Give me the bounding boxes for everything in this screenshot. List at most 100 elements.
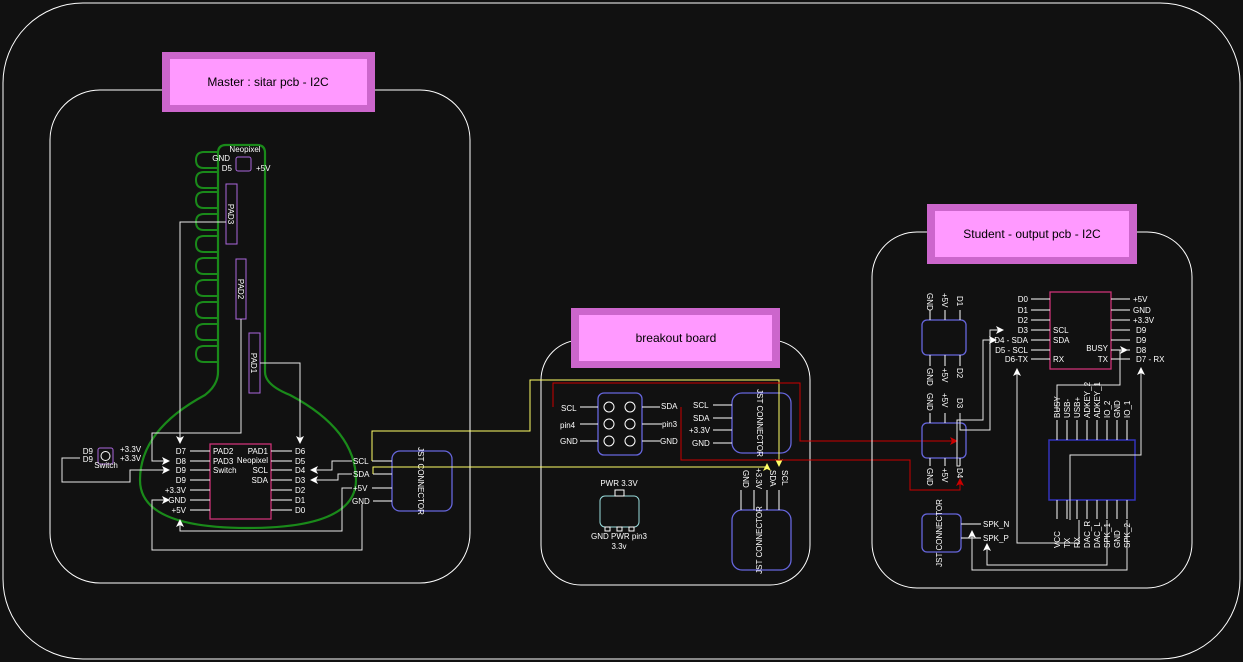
svg-text:+5V: +5V xyxy=(940,468,949,483)
svg-text:Switch: Switch xyxy=(94,461,118,470)
svg-text:D9: D9 xyxy=(83,447,94,456)
svg-text:D7: D7 xyxy=(176,447,187,456)
svg-text:D1: D1 xyxy=(1018,306,1029,315)
mp3-top-pin-label: ADKEY_2 xyxy=(1083,381,1092,418)
svg-text:GND: GND xyxy=(352,497,370,506)
svg-text:+5V: +5V xyxy=(940,368,949,383)
svg-text:SCL: SCL xyxy=(780,470,789,486)
i2c-scl-wire xyxy=(371,379,783,467)
svg-text:GND: GND xyxy=(660,437,678,446)
pad2-label: PAD2 xyxy=(236,279,245,300)
svg-text:D4: D4 xyxy=(295,466,306,475)
mp3-top-pin-label: IO_1 xyxy=(1123,400,1132,418)
svg-text:JST CONNECTOR: JST CONNECTOR xyxy=(755,389,764,457)
svg-text:D8: D8 xyxy=(176,457,187,466)
master-title: Master : sitar pcb - I2C xyxy=(207,75,329,89)
svg-text:D0: D0 xyxy=(1018,295,1029,304)
breakout-board: breakout board SCL pin4 GND SDA pin3 GND… xyxy=(540,308,811,586)
svg-text:D9: D9 xyxy=(83,455,94,464)
svg-text:D2: D2 xyxy=(295,486,306,495)
svg-text:SCL: SCL xyxy=(693,401,709,410)
i2c-sda-wire xyxy=(372,463,771,474)
voltage-regulator xyxy=(599,495,640,528)
breakout-title-box: breakout board xyxy=(571,308,780,368)
svg-text:JST CONNECTOR: JST CONNECTOR xyxy=(935,499,944,567)
svg-text:pin3: pin3 xyxy=(662,420,678,429)
svg-text:D9: D9 xyxy=(176,466,187,475)
svg-text:GND: GND xyxy=(925,293,934,311)
svg-text:Neopixel: Neopixel xyxy=(237,456,268,465)
svg-text:+3.3V: +3.3V xyxy=(165,486,187,495)
master-title-box: Master : sitar pcb - I2C xyxy=(162,52,375,112)
svg-text:D0: D0 xyxy=(295,506,306,515)
guitar-frets xyxy=(194,151,218,363)
svg-text:TX: TX xyxy=(1098,355,1109,364)
neopixel-label: Neopixel xyxy=(229,145,260,154)
svg-text:D5 - SCL: D5 - SCL xyxy=(995,346,1028,355)
mp3-top-pin-label: GND xyxy=(1113,400,1122,418)
svg-text:+3.3V: +3.3V xyxy=(120,445,142,454)
mp3-bottom-pin-label: RX xyxy=(1073,536,1082,548)
svg-text:D8: D8 xyxy=(1136,346,1147,355)
svg-text:SDA: SDA xyxy=(1053,336,1070,345)
svg-text:D7 - RX: D7 - RX xyxy=(1136,355,1165,364)
svg-text:+3.3V: +3.3V xyxy=(754,468,763,490)
svg-text:D5: D5 xyxy=(295,457,306,466)
mp3-bottom-pin-label: VCC xyxy=(1053,531,1062,548)
mp3-top-pin-label: USB+ xyxy=(1073,397,1082,418)
breakout-scl-red-wire xyxy=(552,382,958,445)
breakout-jst-right xyxy=(731,392,792,454)
mp3-bottom-pin-label: GND xyxy=(1113,530,1122,548)
student-board: Student - output pcb - I2C GND +5V D1 GN… xyxy=(871,204,1193,589)
svg-text:GND: GND xyxy=(560,437,578,446)
svg-text:SCL: SCL xyxy=(1053,326,1069,335)
svg-text:GND: GND xyxy=(925,468,934,486)
svg-text:D6: D6 xyxy=(295,447,306,456)
master-chip-right-pins: D6 D5 D4 D3 D2 D1 D0 xyxy=(271,447,306,515)
svg-text:Switch: Switch xyxy=(213,466,237,475)
guitar-outline xyxy=(138,143,358,530)
svg-text:D2: D2 xyxy=(955,368,964,379)
breakout-jst-bottom xyxy=(731,509,792,571)
master-board: Master : sitar pcb - I2C Neopixel GND D5… xyxy=(49,52,471,584)
neopixel-d5-label: D5 xyxy=(222,164,233,173)
student-container xyxy=(871,231,1193,589)
svg-text:pin4: pin4 xyxy=(560,421,576,430)
neopixel-component xyxy=(235,156,252,172)
student-title-box: Student - output pcb - I2C xyxy=(927,204,1137,264)
student-connector-1 xyxy=(921,319,967,356)
speaker-jst-connector xyxy=(921,513,962,553)
svg-text:D3: D3 xyxy=(1018,326,1029,335)
mp3-top-pin-label: IO_2 xyxy=(1103,400,1112,418)
svg-text:D9: D9 xyxy=(176,476,187,485)
svg-text:D4: D4 xyxy=(955,468,964,479)
svg-text:SDA: SDA xyxy=(252,476,269,485)
pad3 xyxy=(225,183,238,245)
svg-text:SDA: SDA xyxy=(768,470,777,487)
svg-text:3.3v: 3.3v xyxy=(611,542,626,551)
mp3-top-pin-label: ADKEY_1 xyxy=(1093,381,1102,418)
student-connector-2 xyxy=(921,422,967,459)
svg-text:D9: D9 xyxy=(1136,336,1147,345)
svg-text:D3: D3 xyxy=(955,398,964,409)
pad3-label: PAD3 xyxy=(226,204,235,225)
pad1-label: PAD1 xyxy=(249,353,258,374)
svg-text:SDA: SDA xyxy=(661,402,678,411)
svg-text:+3.3V: +3.3V xyxy=(1133,316,1155,325)
mp3-bottom-pin-label: DAC_R xyxy=(1083,521,1092,548)
svg-text:GND: GND xyxy=(1133,306,1151,315)
master-microcontroller xyxy=(209,443,272,520)
master-chip-left-pins: D7 D8 D9 D9 +3.3V GND +5V xyxy=(165,447,210,515)
svg-text:SDA: SDA xyxy=(353,470,370,479)
svg-text:PAD2: PAD2 xyxy=(213,447,234,456)
svg-text:+5V: +5V xyxy=(940,393,949,408)
mp3-top-pin-label: USB- xyxy=(1063,399,1072,418)
svg-text:BUSY: BUSY xyxy=(1086,344,1108,353)
svg-text:+3.3V: +3.3V xyxy=(120,454,142,463)
svg-text:PAD1: PAD1 xyxy=(248,447,269,456)
svg-text:GND: GND xyxy=(168,496,186,505)
svg-text:SPK_N: SPK_N xyxy=(983,520,1009,529)
svg-text:D1: D1 xyxy=(295,496,306,505)
